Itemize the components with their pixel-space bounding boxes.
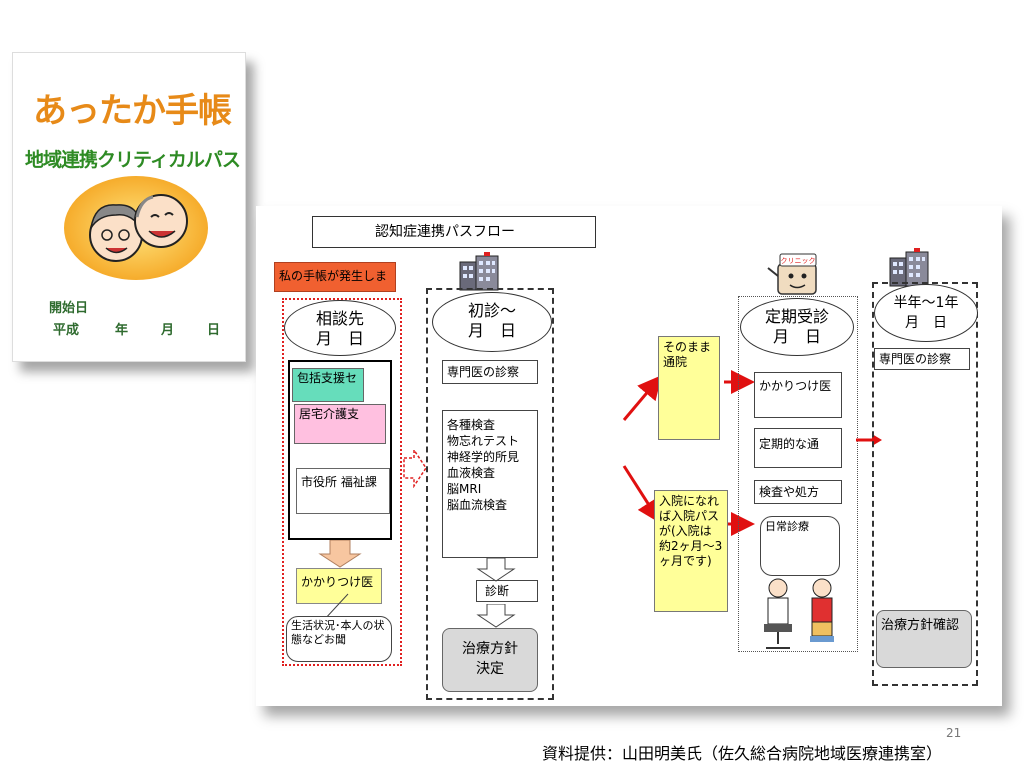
regular-visit-column — [738, 296, 858, 652]
source-credit: 資料提供：山田明美氏（佐久総合病院地域医療連携室） — [542, 744, 943, 763]
first-visit-heading-line2: 月 日 — [467, 321, 516, 340]
diagnosis-box: 診断 — [476, 580, 538, 602]
year-label: 年 — [115, 323, 129, 338]
test-item: 血液検査 — [447, 466, 496, 480]
doctor-patient-illustration — [764, 578, 834, 649]
day-label: 日 — [207, 323, 221, 338]
to-half-year-arrow — [856, 434, 882, 446]
inpatient-note: 入院になれば入院パスが(入院は約2ヶ月～3ヶ月です) — [654, 490, 728, 612]
hollow-down-arrow-1 — [318, 540, 362, 568]
test-item: 神経学的所見 — [447, 450, 520, 464]
half-year-heading: 半年～1年 月 日 — [874, 284, 978, 342]
test-item: 物忘れテスト — [447, 434, 520, 448]
flow-diagram-slide: 認知症連携パスフロー 私の手帳が発生しま 相談先 月 日 包括支援セ 居宅介護支… — [256, 206, 1002, 706]
regular-item-periodic: 定期的な通 — [754, 428, 842, 468]
cover-title: あったか手帳 — [33, 91, 232, 131]
regular-heading-line1: 定期受診 — [764, 307, 829, 326]
first-visit-specialist: 専門医の診察 — [442, 360, 538, 384]
trigger-box: 私の手帳が発生しま — [274, 262, 396, 292]
elderly-couple-illustration — [64, 176, 208, 280]
notebook-cover: あったか手帳 地域連携クリティカルパス 開始日 平成 年 月 日 — [12, 52, 246, 362]
start-date-label: 開始日 — [49, 301, 89, 316]
page-number: 21 — [946, 726, 962, 740]
treatment-line2: 決定 — [476, 661, 504, 677]
consult-column — [282, 298, 402, 666]
cover-subtitle: 地域連携クリティカルパス — [25, 149, 241, 171]
half-year-specialist: 専門医の診察 — [874, 348, 970, 370]
era-label: 平成 — [53, 323, 80, 338]
consult-item-city-welfare: 市役所 福祉課 — [296, 468, 390, 514]
first-visit-column — [426, 288, 554, 700]
callout-pointer — [323, 593, 349, 621]
branch-arrows — [622, 370, 755, 536]
outpatient-note: そのまま通院 — [658, 336, 720, 440]
test-list: 各種検査 物忘れテスト 神経学的所見 血液検査 脳MRI 脳血流検査 — [442, 410, 538, 558]
first-visit-heading-line1: 初診～ — [467, 301, 516, 320]
gp-box: かかりつけ医 — [296, 568, 382, 604]
clinic-sign: クリニック — [781, 257, 816, 265]
test-item: 各種検査 — [447, 418, 496, 432]
consult-item-support-center: 包括支援セ — [292, 368, 364, 402]
daily-care-bubble: 日常診療 — [760, 516, 840, 576]
regular-visit-heading: 定期受診 月 日 — [740, 298, 854, 356]
hollow-down-arrow-3 — [476, 604, 516, 628]
hospital-building-icon — [459, 252, 499, 291]
hollow-down-arrow-2 — [476, 558, 516, 582]
hospital-building-icon — [889, 248, 929, 287]
half-year-heading-line2: 月 日 — [905, 315, 947, 331]
consult-heading-line2: 月 日 — [315, 329, 364, 348]
half-year-heading-line1: 半年～1年 — [893, 295, 959, 311]
test-item: 脳MRI — [447, 482, 482, 496]
clinic-character-icon: クリニック — [767, 253, 817, 295]
treatment-decision-box: 治療方針 決定 — [442, 628, 538, 692]
half-year-column — [872, 282, 978, 686]
regular-item-tests-rx: 検査や処方 — [754, 480, 842, 504]
month-label: 月 — [161, 323, 175, 338]
dotted-right-arrow — [403, 448, 427, 488]
regular-heading-line2: 月 日 — [772, 327, 821, 346]
life-status-callout: 生活状況･本人の状態などお聞 — [286, 616, 392, 662]
consult-item-home-care: 居宅介護支 — [294, 404, 386, 444]
treatment-review-box: 治療方針確認 — [876, 610, 972, 668]
test-item: 脳血流検査 — [447, 498, 508, 512]
flow-title: 認知症連携パスフロー — [312, 216, 596, 248]
consult-heading: 相談先 月 日 — [284, 300, 396, 356]
regular-item-gp: かかりつけ医 — [754, 372, 842, 418]
first-visit-heading: 初診～ 月 日 — [432, 292, 552, 352]
consult-services-frame — [288, 360, 392, 540]
consult-heading-line1: 相談先 — [315, 309, 364, 328]
treatment-line1: 治療方針 — [462, 641, 518, 657]
